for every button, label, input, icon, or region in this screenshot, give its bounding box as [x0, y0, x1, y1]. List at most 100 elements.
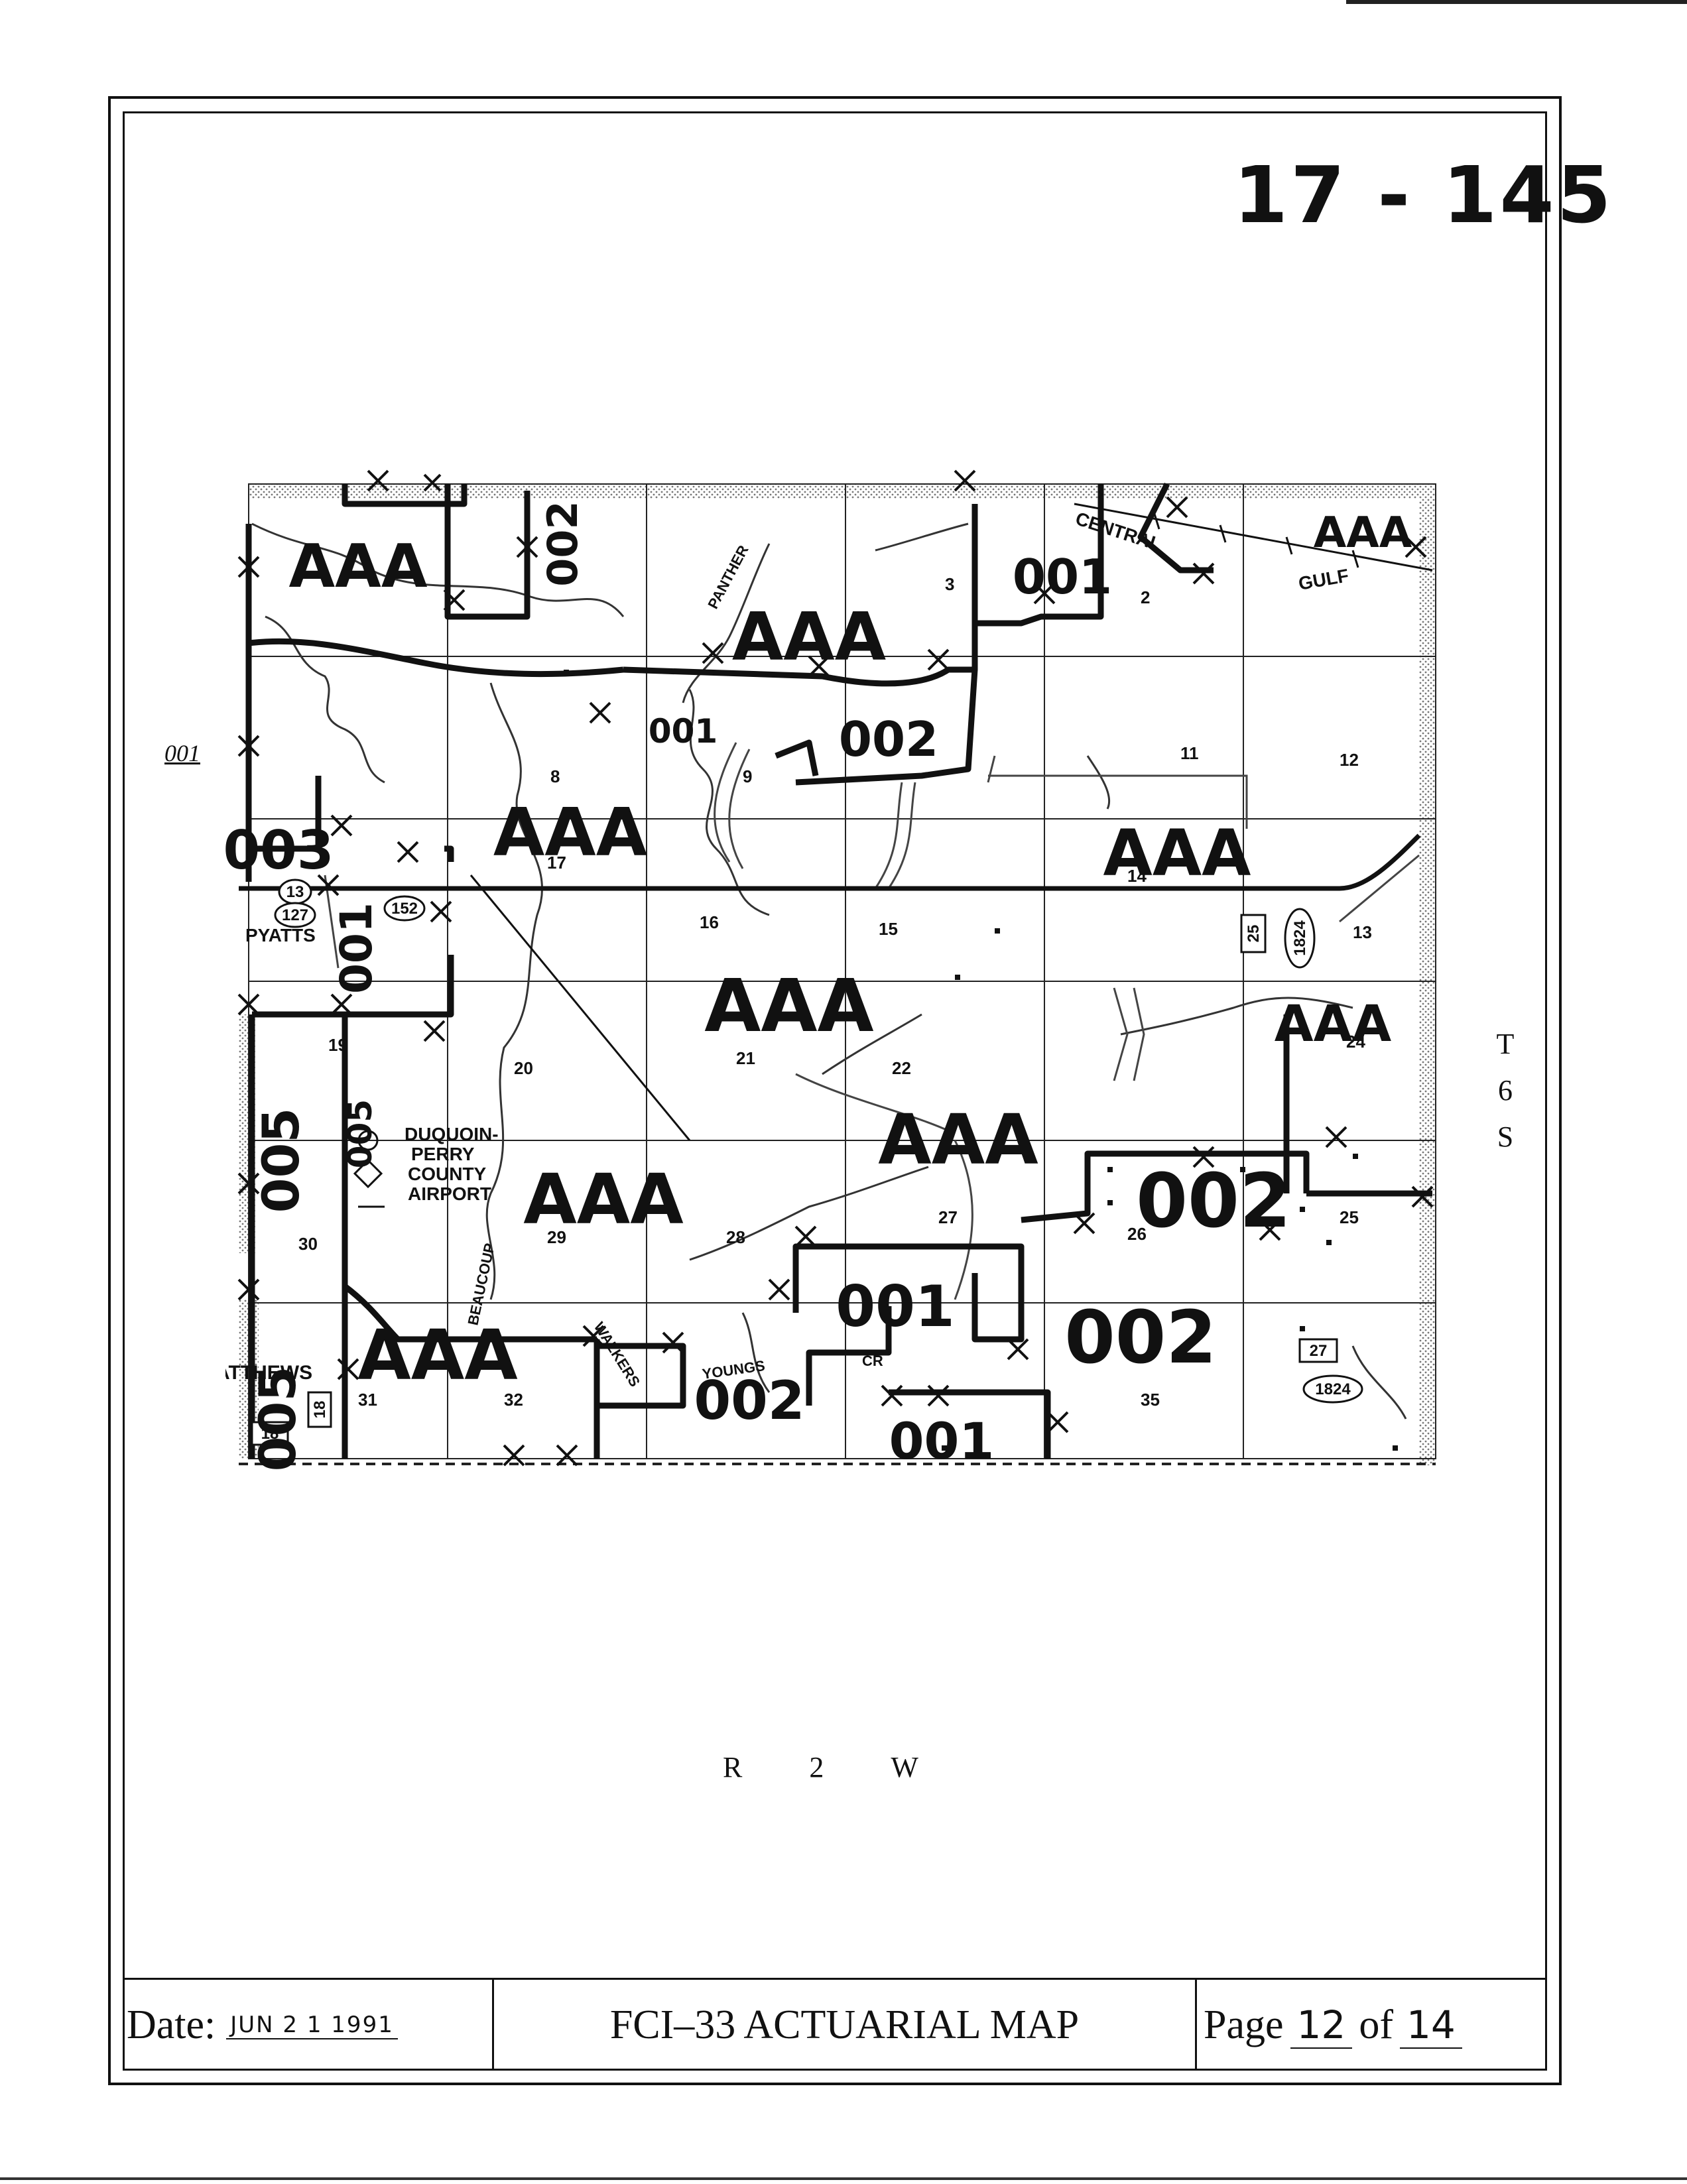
section-number: 30 [298, 1234, 318, 1254]
section-number: 32 [504, 1390, 523, 1410]
zone-code: AAA [523, 1159, 683, 1240]
zone-code: AAA [704, 963, 873, 1048]
title-block: Date: JUN 2 1 1991 FCI–33 ACTUARIAL MAP … [123, 1978, 1547, 2071]
zone-code: AAA [1275, 994, 1392, 1053]
zone-boundaries [245, 482, 1432, 1459]
route-number: 27 [1310, 1342, 1328, 1360]
date-stamp: JUN 2 1 1991 [226, 2012, 398, 2039]
page-cell: Page 12 of 14 [1197, 1980, 1547, 2071]
range-number: 2 [809, 1751, 831, 1784]
town-label-matthews: ATTHEWS [225, 1362, 312, 1384]
page-number: 12 [1290, 2002, 1353, 2049]
border-band-top [249, 484, 1436, 499]
zone-codes: AAA 002 AAA 001 AAA 001 002 AAA AAA 003 … [225, 501, 1412, 1471]
township-letter: T [1496, 1028, 1515, 1060]
route-number: 18 [311, 1401, 329, 1419]
section-number: 28 [726, 1227, 745, 1247]
creek-label-cr: CR [862, 1353, 883, 1369]
section-number: 24 [1346, 1032, 1365, 1052]
route-shield [383, 895, 426, 922]
route-number: 152 [391, 900, 418, 918]
section-number: 9 [743, 766, 752, 786]
route-shield [274, 902, 316, 928]
range-label: R 2 W [723, 1750, 975, 1790]
section-number: 3 [945, 574, 954, 594]
range-direction: W [891, 1751, 925, 1784]
route-shields: 13 127 152 25 1824 1824 27 18 18 [251, 879, 1363, 1446]
zone-code: 001 [836, 1274, 955, 1340]
zone-code: 005 [248, 1366, 307, 1472]
zone-code: 001 [331, 902, 382, 994]
railroad [469, 503, 1433, 1141]
zone-code: AAA [357, 1315, 517, 1396]
zone-code: 002 [1064, 1295, 1217, 1380]
section-number: 11 [1180, 743, 1199, 763]
zone-code: 001 [649, 712, 718, 751]
section-grid [248, 483, 1436, 1459]
airport-label-line1: DUQUOIN- [405, 1124, 499, 1144]
section-numbers: 3 2 8 9 11 12 14 13 16 15 17 19 20 21 22… [298, 574, 1372, 1410]
date-label: Date: [127, 2002, 216, 2047]
township-direction: S [1497, 1121, 1514, 1153]
town-label-pyatts: PYATTS [245, 925, 316, 945]
section-number: 13 [1353, 922, 1372, 942]
railroad-label-gulf: GULF [1297, 565, 1350, 594]
creek-label-beaucoup: BEAUCOUP [464, 1242, 498, 1327]
section-number: 35 [1141, 1390, 1160, 1410]
document-number: 17 - 145 [1233, 149, 1614, 241]
airport-runways [353, 1130, 385, 1208]
section-number: 14 [1127, 866, 1147, 886]
section-number: 17 [547, 853, 566, 873]
range-letter: R [723, 1751, 749, 1784]
date-cell: Date: JUN 2 1 1991 [123, 1980, 494, 2071]
route-number: 1824 [1291, 920, 1309, 956]
title-cell: FCI–33 ACTUARIAL MAP [494, 1980, 1197, 2071]
zone-code: AAA [732, 598, 886, 676]
section-number: 8 [550, 766, 560, 786]
airport-label-line3: COUNTY [408, 1164, 487, 1184]
section-number: 27 [938, 1207, 958, 1227]
section-number: 16 [700, 912, 719, 932]
boundary-x-markers [237, 469, 1434, 1467]
inner-frame [123, 111, 1547, 2071]
zone-code: AAA [493, 794, 647, 871]
map-svg: 3 2 8 9 11 12 14 13 16 15 17 19 20 21 22… [225, 469, 1436, 1471]
zone-code: 002 [538, 501, 587, 586]
route-shield [1284, 908, 1316, 969]
zone-code: 005 [341, 1099, 379, 1168]
zone-code: 003 [225, 819, 334, 881]
building-dots [564, 670, 1398, 1451]
section-number: 25 [1340, 1207, 1359, 1227]
section-number: 31 [358, 1390, 377, 1410]
highway [239, 833, 1421, 891]
section-number: 2 [1141, 587, 1150, 607]
zone-code: AAA [289, 532, 428, 601]
section-number: 19 [328, 1035, 347, 1055]
zone-code: 001 [1013, 549, 1112, 605]
zone-code: 002 [1136, 1158, 1291, 1244]
zone-code: 001 [889, 1412, 995, 1471]
section-number: 20 [514, 1058, 533, 1078]
zone-code: 005 [251, 1108, 310, 1213]
route-number: 1824 [1315, 1380, 1351, 1398]
route-shield [1302, 1374, 1363, 1404]
roads [324, 742, 1420, 1300]
route-number: 127 [282, 906, 308, 924]
page-total: 14 [1400, 2002, 1462, 2049]
route-number: 13 [286, 883, 304, 901]
route-number: 25 [1245, 925, 1263, 943]
route-shield [1298, 1338, 1338, 1363]
section-number: 15 [879, 919, 898, 939]
route-shield [307, 1391, 332, 1428]
township-number: 6 [1498, 1074, 1513, 1107]
border-band-right [1419, 484, 1436, 1465]
map-title: FCI–33 ACTUARIAL MAP [609, 2002, 1080, 2047]
margin-zone-label: 001 [164, 740, 200, 766]
zone-code: 002 [694, 1370, 805, 1431]
scan-edge-line-bottom [0, 2177, 1687, 2180]
zone-code: AAA [1103, 816, 1251, 890]
page-label: Page [1204, 2002, 1284, 2047]
section-number: 26 [1127, 1224, 1147, 1244]
section-number: 21 [736, 1048, 755, 1068]
of-label: of [1359, 2002, 1393, 2047]
